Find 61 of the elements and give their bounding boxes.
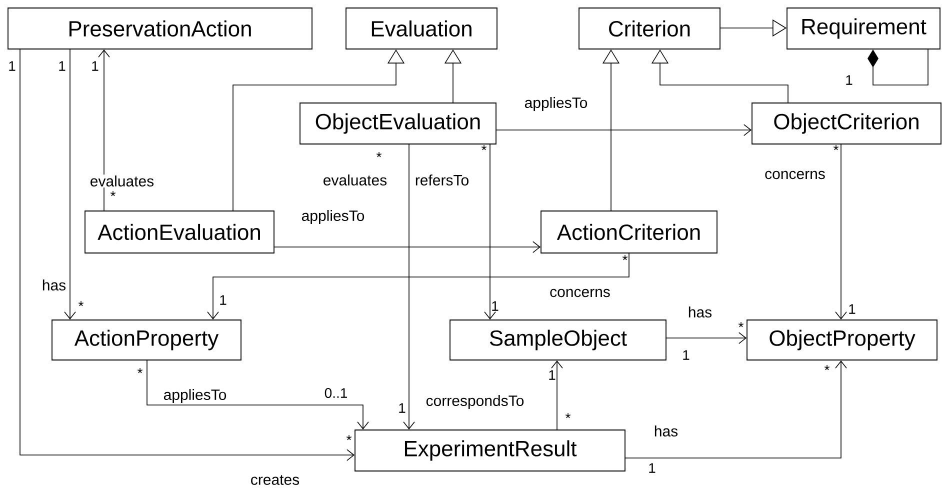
multiplicity-label: *: [346, 435, 352, 440]
multiplicity-label: *: [78, 301, 84, 306]
multiplicity-label: *: [824, 365, 830, 370]
multiplicity-label: 1: [649, 463, 656, 473]
role-label: concerns: [548, 288, 612, 298]
multiplicity-label: 1: [59, 61, 66, 71]
class-box: ActionProperty: [52, 320, 242, 360]
association-arrow: [403, 144, 415, 430]
association-arrow: [20, 49, 355, 461]
multiplicity-label: *: [110, 191, 116, 196]
multiplicity-label: 1: [9, 61, 16, 71]
multiplicity-label: 1: [683, 350, 690, 360]
class-box: PreservationAction: [8, 8, 312, 50]
class-box: Evaluation: [346, 8, 498, 50]
association-arrow: [274, 241, 541, 253]
class-box: SampleObject: [450, 320, 666, 360]
association-arrow: [484, 144, 496, 320]
multiplicity-label: *: [738, 322, 744, 328]
association-arrow: [496, 124, 752, 136]
class-box: ObjectEvaluation: [300, 102, 496, 144]
multiplicity-label: 1: [849, 304, 856, 314]
class-box: Requirement: [786, 8, 940, 50]
role-label: refersTo: [414, 174, 470, 186]
role-label: has: [652, 424, 680, 438]
multiplicity-label: 0..1: [324, 388, 347, 398]
association-arrow: [666, 332, 747, 344]
association-arrow: [98, 49, 110, 211]
multiplicity-label: *: [622, 255, 628, 260]
role-label: creates: [249, 474, 301, 486]
class-box: ExperimentResult: [354, 430, 626, 472]
multiplicity-label: 1: [220, 295, 226, 305]
class-box: ObjectProperty: [746, 320, 938, 360]
role-label: appliesTo: [300, 209, 366, 225]
multiplicity-label: *: [834, 145, 839, 150]
multiplicity-label: 1: [399, 403, 406, 413]
association-arrow: [551, 360, 563, 430]
role-label: correspondsTo: [424, 394, 526, 410]
multiplicity-label: *: [482, 145, 487, 150]
class-box: ActionCriterion: [540, 210, 718, 254]
role-label: appliesTo: [162, 388, 228, 404]
multiplicity-label: *: [138, 368, 143, 374]
class-box: ActionEvaluation: [84, 210, 274, 254]
association-arrow: [64, 49, 76, 320]
role-label: evaluates: [88, 174, 156, 188]
role-label: appliesTo: [523, 96, 589, 112]
association-arrow: [207, 253, 630, 320]
role-label: has: [686, 306, 714, 318]
association-arrow: [835, 144, 847, 320]
multiplicity-label: 1: [92, 61, 98, 71]
association-arrow: [146, 360, 369, 430]
composition-line: [868, 49, 928, 86]
role-label: evaluates: [322, 174, 388, 186]
multiplicity-label: *: [566, 413, 571, 418]
role-label: has: [40, 278, 68, 292]
multiplicity-label: 1: [846, 75, 852, 85]
class-box: Criterion: [578, 8, 720, 50]
multiplicity-label: 1: [492, 301, 498, 311]
multiplicity-label: 1: [549, 370, 556, 380]
association-arrow: [625, 360, 847, 458]
class-box: ObjectCriterion: [752, 102, 942, 144]
role-label: concerns: [764, 170, 826, 180]
